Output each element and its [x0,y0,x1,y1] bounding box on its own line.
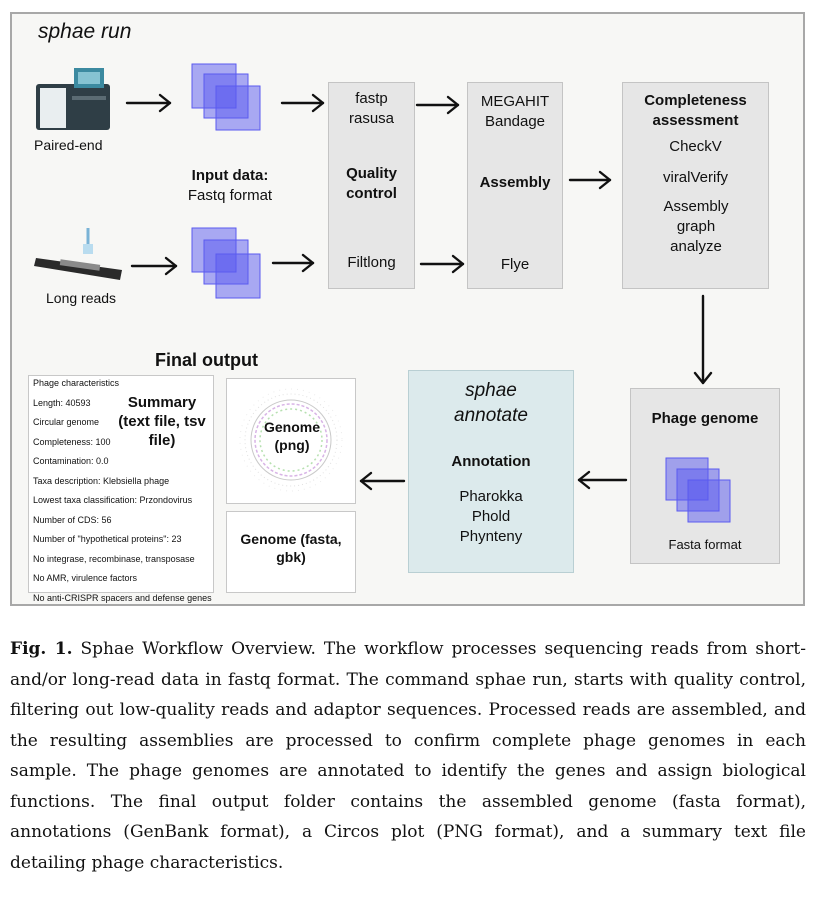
long-reads-label: Long reads [46,290,117,306]
genome-fasta-box [226,511,356,593]
summary-line: No integrase, recombinase, transposase [33,553,195,564]
summary-box [28,375,214,593]
summary-line: Number of "hypothetical proteins": 23 [33,534,182,544]
qc-tool-3: Filtlong [347,254,396,271]
input-data-title: Input data: [191,167,269,184]
summary-line: Lowest taxa classification: Przondovirus [33,495,193,505]
assembly-tool-3: Flye [500,256,530,273]
caption-label: Fig. 1. [10,639,73,659]
caption-text: Sphae Workflow Overview. The workflow pr… [10,639,807,873]
fastq-squares-top [190,62,262,132]
input-data-subtitle: Fastq format [187,187,273,204]
figure-caption: Fig. 1. Sphae Workflow Overview. The wor… [10,634,806,878]
genome-png-label: Genome (png) [263,419,320,453]
assembly-tool-1: MEGAHIT [480,93,550,110]
fastq-squares-bottom [190,226,262,302]
phage-genome-subtitle: Fasta format [668,537,742,552]
fasta-squares [664,456,734,526]
genome-fasta-label: Genome (fasta, gbk) [240,531,342,565]
summary-line: Length: 40593 [33,397,91,408]
run-title: sphae run [38,20,132,43]
qc-title: Quality control [346,165,397,202]
workflow-diagram: sphae run Paired-end Long reads [10,12,805,608]
paired-end-label: Paired-end [34,137,103,153]
nanopore-icon [30,226,130,286]
summary-lines: Phage characteristics Length: 40593 Circ… [33,374,213,608]
summary-line: Contamination: 0.0 [33,456,109,466]
qc-tool-1: fastp [355,90,388,107]
quality-control-box [328,82,415,289]
completeness-tool-3: Assembly graph analyze [663,198,729,255]
annotate-tool-1: Pharokka [459,488,523,505]
genome-png-box [226,378,356,504]
summary-line: No AMR, virulence factors [33,573,138,583]
summary-title: Summary (text file, tsv file) [118,394,206,449]
completeness-tool-2: viralVerify [662,169,729,186]
annotate-tool-2: Phold [471,508,511,525]
assembly-title: Assembly [479,174,551,191]
sequencer-icon [34,66,112,132]
annotate-tool-3: Phynteny [459,528,523,545]
completeness-box [622,82,769,289]
summary-line: Taxa description: Klebsiella phage [33,475,170,486]
annotation-section: Annotation [451,453,531,470]
summary-line: Number of CDS: 56 [33,514,112,525]
completeness-tool-1: CheckV [669,138,722,155]
circos-plot-icon [236,384,346,496]
summary-line: Circular genome [33,417,100,427]
phage-genome-title: Phage genome [651,410,759,427]
assembly-tool-2: Bandage [484,113,546,130]
completeness-title: Completeness assessment [644,92,747,129]
annotate-box [408,370,574,573]
assembly-box [467,82,563,289]
qc-tool-2: rasusa [348,110,395,127]
annotate-title: sphae annotate [454,380,528,426]
summary-line: Phage characteristics [33,378,120,388]
summary-line: Completeness: 100 [33,436,111,447]
summary-line: No anti-CRISPR spacers and defense genes [33,592,212,603]
final-output-title: Final output [155,350,258,370]
